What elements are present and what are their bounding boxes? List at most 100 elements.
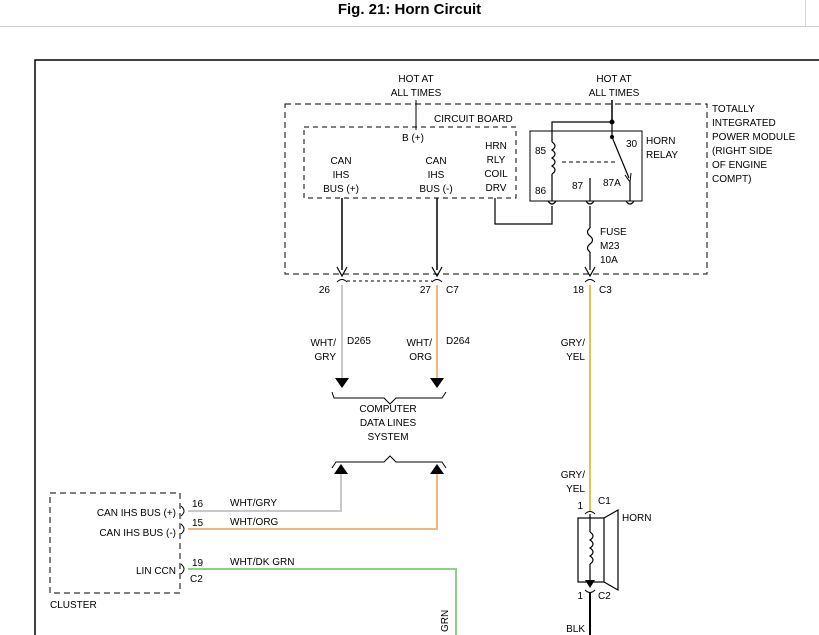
- relay-coil-icon: [550, 141, 556, 175]
- hot-label-right-1: HOT AT: [596, 74, 631, 85]
- wire-d264-id: D264: [446, 336, 470, 347]
- module-label-4: (RIGHT SIDE: [712, 146, 773, 157]
- coil-drive-wire: [494, 198, 553, 225]
- wire-cluster-19: [188, 568, 457, 635]
- power-module-box: [284, 103, 708, 275]
- wire-15-label: WHT/ORG: [230, 517, 279, 528]
- can-minus-label-2: IHS: [428, 170, 445, 181]
- connector-c3: C3: [599, 285, 612, 296]
- hot-label-right-2: ALL TIMES: [589, 88, 640, 99]
- horn-bell-icon: [603, 508, 619, 592]
- relay-pin-86: 86: [535, 186, 547, 197]
- hot-label-left-2: ALL TIMES: [391, 88, 442, 99]
- can-plus-label-1: CAN: [330, 156, 351, 167]
- data-lines-brace-bottom: [331, 455, 447, 469]
- horn-pin-1-bottom: 1: [577, 591, 583, 602]
- wire-d264-color-1: WHT/: [406, 338, 432, 349]
- connector-26-arrow: [336, 266, 348, 278]
- circuit-board-label: CIRCUIT BOARD: [434, 114, 513, 125]
- module-label-3: POWER MODULE: [712, 132, 796, 143]
- horn-ground-label: BLK: [566, 624, 585, 635]
- title-divider: [0, 26, 819, 27]
- b-plus-label: B (+): [402, 133, 424, 144]
- relay-top-bus: [551, 121, 613, 131]
- can-plus-label-2: IHS: [333, 170, 350, 181]
- horn-label: HORN: [622, 513, 651, 524]
- relay-pin-87a: 87A: [603, 178, 621, 189]
- horn-feed-color-1: GRY/: [561, 338, 585, 349]
- horn-arrow-icon: [585, 580, 595, 588]
- horn-feed-color-2: YEL: [566, 352, 585, 363]
- wire-grn-partial: GRN: [440, 610, 451, 632]
- data-lines-label-1: COMPUTER: [359, 404, 416, 415]
- fuse-label-1: FUSE: [600, 227, 627, 238]
- horn-body: [577, 517, 605, 583]
- wire-cluster-16: [188, 474, 342, 512]
- connector-pin-26: 26: [319, 285, 331, 296]
- cluster-can-minus-label: CAN IHS BUS (-): [99, 528, 176, 539]
- cluster-plus-arrow-icon: [334, 464, 348, 474]
- hrn-coil-label-3: COIL: [484, 169, 508, 180]
- data-lines-label-2: DATA LINES: [360, 418, 417, 429]
- connector-18-arrow: [584, 266, 596, 278]
- can-plus-label-3: BUS (+): [323, 184, 359, 195]
- horn-connector-c1: C1: [598, 496, 611, 507]
- relay-pin-85: 85: [535, 146, 547, 157]
- horn-feed2-color-2: YEL: [566, 484, 585, 495]
- relay-87a-terminal: [625, 200, 635, 205]
- cluster-pin-16: 16: [192, 499, 204, 510]
- relay-87-terminal: [585, 200, 595, 205]
- diagram-frame: [34, 59, 819, 635]
- relay-label-1: HORN: [646, 136, 675, 147]
- horn-feed2-color-1: GRY/: [561, 470, 585, 481]
- cluster-pin-15: 15: [192, 518, 204, 529]
- circuit-board-box: [303, 126, 517, 199]
- d264-arrow-icon: [430, 378, 444, 388]
- fuse-label-2: M23: [600, 241, 620, 252]
- cluster-label: CLUSTER: [50, 600, 97, 611]
- wire-d265-color-1: WHT/: [310, 338, 336, 349]
- horn-pin-1-top: 1: [577, 501, 583, 512]
- cluster-box: [49, 492, 181, 594]
- wire-d264-color-2: ORG: [409, 352, 432, 363]
- connector-receptacles: [336, 279, 596, 283]
- connector-pin-18: 18: [573, 285, 585, 296]
- module-label-5: OF ENGINE: [712, 160, 767, 171]
- hrn-coil-label-4: DRV: [486, 183, 507, 194]
- figure-title: Fig. 21: Horn Circuit: [337, 1, 482, 18]
- cluster-minus-arrow-icon: [430, 464, 444, 474]
- wire-d265-id: D265: [347, 336, 371, 347]
- wire-d265-color-2: GRY: [315, 352, 337, 363]
- relay-contact-arm: [611, 136, 630, 179]
- horn-connector-c2: C2: [598, 591, 611, 602]
- scrollbar-edge: [805, 0, 806, 26]
- connector-pin-27: 27: [420, 285, 432, 296]
- cluster-lin-label: LIN CCN: [136, 566, 176, 577]
- module-label-6: COMPT): [712, 174, 751, 185]
- cluster-connector-c2: C2: [190, 574, 203, 585]
- wire-16-label: WHT/GRY: [230, 498, 277, 509]
- fuse-icon: [586, 227, 594, 253]
- module-label-1: TOTALLY: [712, 104, 755, 115]
- connector-27-arrow: [431, 266, 443, 278]
- horn-coil-icon: [588, 531, 594, 565]
- relay-86-terminal: [547, 200, 557, 205]
- cluster-connector-pins: [180, 505, 185, 575]
- data-lines-brace-top: [331, 391, 447, 405]
- hrn-coil-label-1: HRN: [485, 141, 507, 152]
- can-minus-label-1: CAN: [425, 156, 446, 167]
- horn-c2-terminal: [584, 589, 596, 593]
- data-lines-label-3: SYSTEM: [367, 432, 408, 443]
- module-label-2: INTEGRATED: [712, 118, 776, 129]
- hrn-coil-label-2: RLY: [487, 155, 506, 166]
- relay-label-2: RELAY: [646, 150, 678, 161]
- can-minus-label-3: BUS (-): [419, 184, 452, 195]
- hot-label-left-1: HOT AT: [398, 74, 433, 85]
- connector-c7: C7: [446, 285, 459, 296]
- relay-pin-87: 87: [572, 181, 584, 192]
- d265-arrow-icon: [335, 378, 349, 388]
- cluster-pin-19: 19: [192, 558, 204, 569]
- fuse-label-3: 10A: [600, 255, 618, 266]
- relay-pin-30: 30: [626, 139, 638, 150]
- horn-c1-terminal: [584, 511, 596, 515]
